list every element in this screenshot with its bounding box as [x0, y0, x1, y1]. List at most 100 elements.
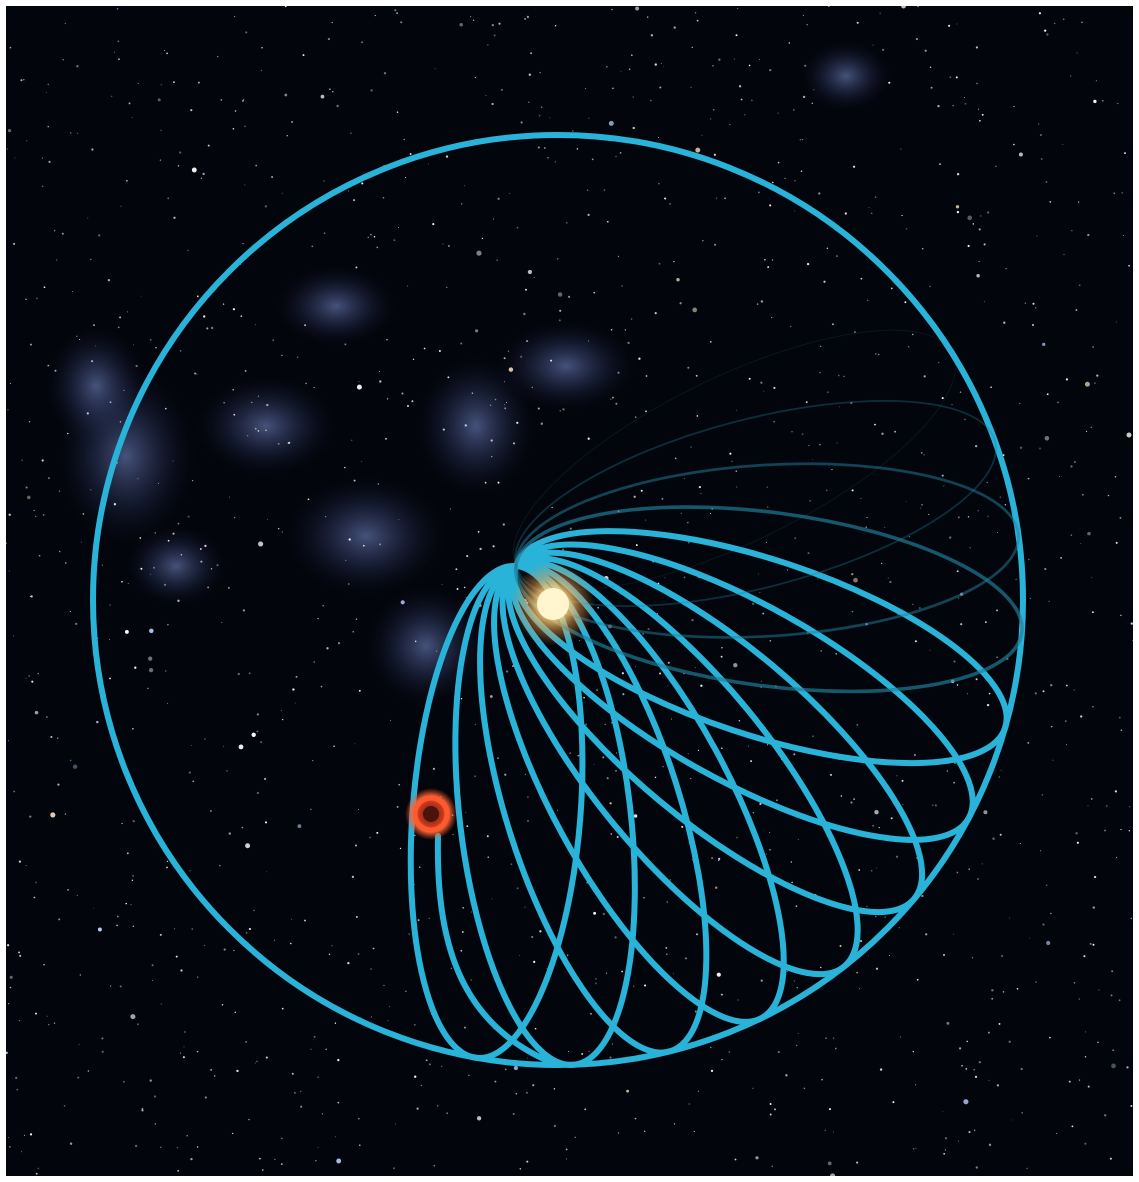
star-dot [109, 604, 111, 606]
star-dot [1065, 720, 1067, 722]
star-dot [711, 857, 713, 859]
star-dot [1046, 940, 1051, 946]
star-dot [1126, 432, 1132, 438]
star-dot [712, 65, 714, 67]
star-dot [921, 247, 924, 250]
star-dot [218, 864, 221, 867]
star-dot [348, 538, 351, 541]
star-dot [1104, 829, 1106, 832]
star-dot [720, 747, 723, 750]
star-dot [882, 48, 885, 51]
star-dot [733, 58, 735, 60]
star-dot [587, 213, 590, 217]
star-dot [159, 933, 162, 936]
star-dot [760, 381, 763, 384]
star-dot [516, 887, 519, 890]
starfield-svg [6, 6, 1133, 1176]
star-dot [853, 331, 856, 334]
star-dot [1094, 382, 1096, 384]
star-dot [160, 84, 162, 86]
star-dot [995, 165, 997, 167]
star-dot [899, 1036, 901, 1038]
nebula-patch [286, 476, 446, 596]
star-dot [387, 1020, 389, 1022]
star-dot [172, 460, 174, 462]
star-dot [43, 286, 46, 289]
star-dot [549, 117, 551, 119]
central-star [511, 562, 595, 646]
star-dot [210, 810, 212, 812]
star-dot [194, 372, 197, 375]
star-dot [1092, 705, 1094, 708]
star-dot [1082, 493, 1084, 496]
sun-core [537, 588, 569, 620]
star-dot [504, 407, 507, 410]
star-dot [998, 776, 1000, 778]
star-dot [326, 647, 329, 650]
star-dot [738, 85, 742, 88]
star-dot [956, 684, 959, 686]
star-dot [981, 113, 984, 116]
star-dot [336, 1158, 342, 1164]
star-dot [887, 577, 889, 579]
star-dot [220, 99, 223, 101]
star-dot [902, 803, 904, 805]
star-dot [905, 500, 907, 502]
star-dot [850, 801, 853, 804]
star-dot [238, 672, 241, 675]
star-dot [34, 710, 39, 715]
star-dot [875, 967, 879, 970]
star-dot [554, 161, 556, 163]
star-dot [1120, 828, 1122, 831]
nebula-patch [46, 326, 146, 446]
star-dot [28, 675, 30, 677]
star-dot [538, 114, 541, 117]
star-dot [53, 230, 56, 232]
star-dot [617, 255, 620, 258]
star-dot [386, 398, 389, 400]
star-dot [317, 617, 319, 620]
star-dot [273, 939, 275, 941]
star-dot [358, 1118, 360, 1120]
star-dot [867, 955, 869, 957]
star-dot [870, 870, 873, 872]
star-dot [358, 808, 360, 811]
star-dot [352, 631, 354, 633]
star-dot [680, 512, 682, 514]
star-dot [140, 295, 142, 297]
star-dot [456, 588, 459, 590]
star-dot [1128, 264, 1130, 267]
star-dot [559, 309, 562, 312]
star-dot [69, 1142, 73, 1145]
star-dot [515, 1092, 518, 1095]
star-dot [658, 262, 661, 265]
star-dot [464, 424, 467, 427]
star-dot [108, 639, 110, 641]
star-dot [697, 749, 700, 752]
star-dot [475, 329, 479, 333]
star-dot [890, 817, 893, 820]
star-dot [630, 318, 633, 320]
star-dot [464, 185, 465, 187]
star-dot [610, 398, 612, 400]
star-dot [242, 609, 246, 612]
star-dot [691, 619, 694, 622]
star-dot [445, 155, 449, 158]
star-dot [196, 1146, 199, 1148]
star-dot [134, 1144, 138, 1148]
star-dot [642, 633, 644, 635]
star-dot [975, 46, 978, 49]
star-dot [354, 743, 356, 745]
star-dot [550, 359, 553, 362]
star-dot [196, 295, 199, 298]
star-dot [565, 221, 568, 224]
star-dot [265, 429, 267, 431]
star-dot [999, 833, 1002, 836]
star-dot [265, 1056, 268, 1059]
star-dot [590, 1012, 592, 1015]
star-dot [245, 932, 248, 934]
star-dot [875, 867, 877, 869]
star-dot [955, 205, 960, 209]
star-dot [42, 513, 45, 516]
star-dot [1110, 994, 1113, 997]
